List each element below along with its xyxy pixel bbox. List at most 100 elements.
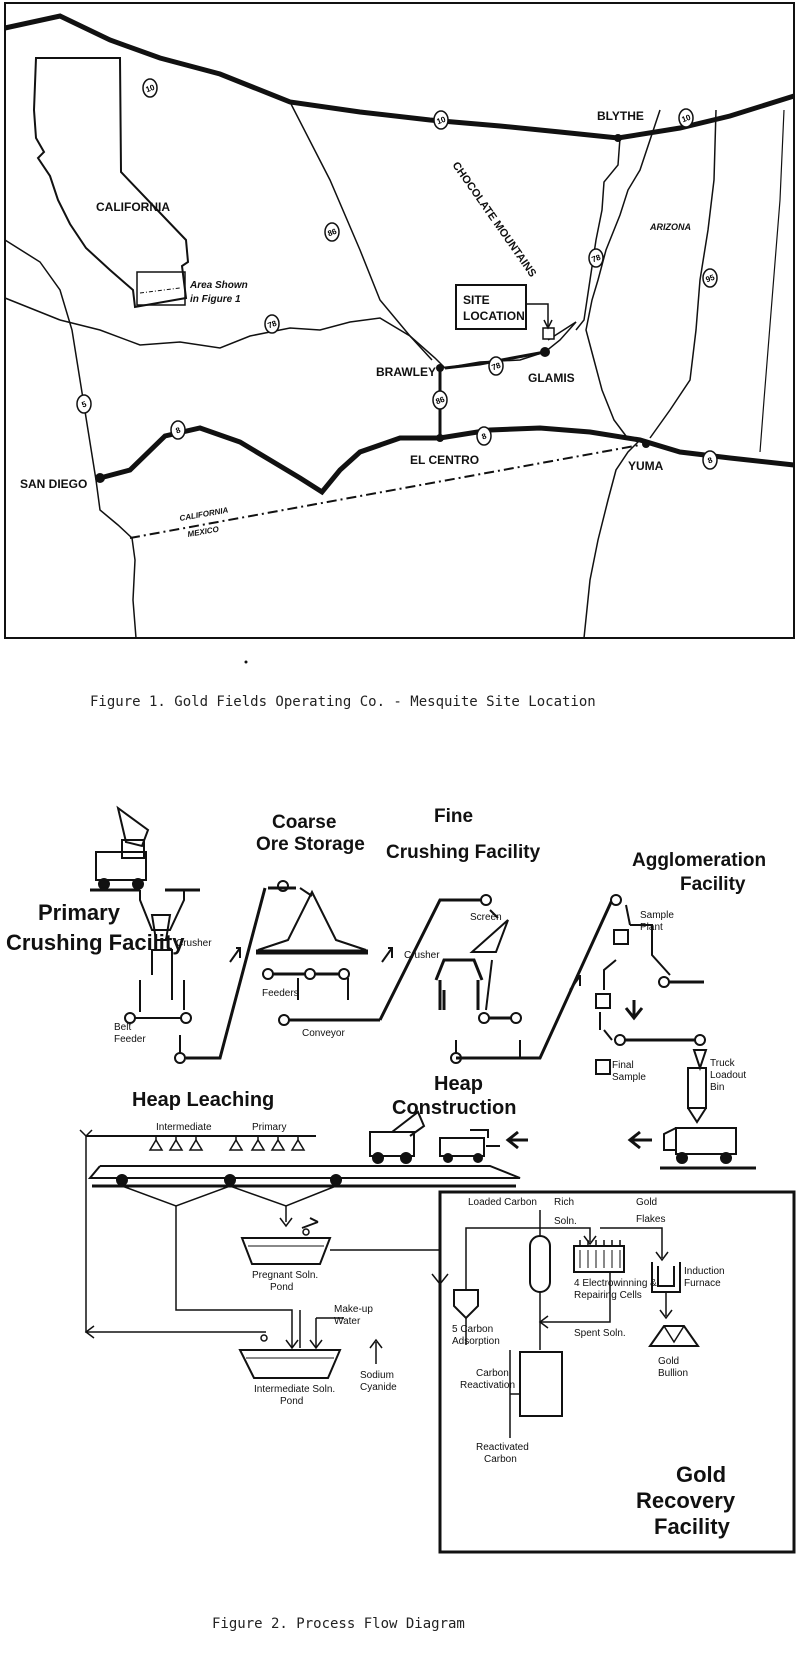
stripping-column — [529, 1235, 551, 1293]
carbon-adsorption-tank — [453, 1289, 479, 1320]
gold-flakes-label-1: Gold — [636, 1197, 657, 1208]
area-shown-label-1: Area Shown — [189, 280, 248, 291]
gold-rec-label-1: Gold — [676, 1462, 726, 1487]
arrow-left-1 — [627, 1130, 652, 1150]
site-location-box — [455, 284, 527, 330]
heap-leaching-label: Heap Leaching — [132, 1089, 274, 1111]
glamis-label: GLAMIS — [528, 371, 575, 385]
loaded-carbon-label: Loaded Carbon — [468, 1197, 537, 1208]
glamis-dot — [540, 347, 550, 357]
inter-pond-label-1: Intermediate Soln. — [254, 1384, 335, 1395]
sample-label-2: Plant — [640, 922, 663, 933]
site-marker — [542, 327, 555, 340]
figure2-caption: Figure 2. Process Flow Diagram — [212, 1616, 465, 1632]
conveyor-to-coarse — [186, 887, 267, 1060]
colorado-river — [583, 109, 661, 639]
highway-shield-10: 10 — [678, 108, 694, 128]
inter-pond-label-2: Pond — [280, 1396, 303, 1407]
svg-text:86: 86 — [434, 395, 446, 407]
arrow-up-3 — [569, 975, 581, 991]
pregnant-label-2: Pond — [270, 1282, 293, 1293]
final-sample-box — [595, 1059, 611, 1075]
svg-text:10: 10 — [144, 83, 156, 95]
primary-hopper — [139, 890, 185, 931]
arrow-left-2 — [505, 1130, 528, 1150]
chocolate-mountains-label: CHOCOLATE MOUNTAINS — [450, 160, 539, 280]
conveyor-label: Conveyor — [302, 1028, 345, 1039]
interstate-10 — [4, 13, 795, 141]
arrow-up-1 — [229, 947, 241, 963]
highway-78-west — [4, 297, 61, 321]
pregnant-pond — [240, 1237, 332, 1265]
svg-text:78: 78 — [590, 253, 602, 265]
fine-label-2: Crushing Facility — [386, 842, 541, 863]
svg-text:10: 10 — [680, 113, 692, 125]
process-flow-diagram — [79, 805, 796, 1554]
spent-soln-label: Spent Soln. — [574, 1328, 626, 1339]
el-centro-label: EL CENTRO — [410, 453, 479, 467]
coastline — [4, 239, 137, 639]
sprinklers — [148, 1136, 306, 1151]
heap-truck — [369, 1110, 426, 1164]
sodium-label-1: Sodium — [360, 1370, 394, 1381]
blythe-dot — [614, 134, 622, 142]
area-shown-box — [136, 271, 186, 306]
highway-86-north — [289, 101, 433, 361]
el-centro-dot — [436, 434, 444, 442]
california-label: CALIFORNIA — [96, 200, 170, 214]
belt-label-1: Belt — [114, 1022, 131, 1033]
induction-label-2: Furnace — [684, 1278, 721, 1289]
area-shown-label-2: in Figure 1 — [190, 294, 241, 305]
arizona-boundary-east — [759, 109, 785, 453]
gold-flakes-label-2: Flakes — [636, 1214, 665, 1225]
conveyor-to-agglom — [456, 899, 614, 1060]
international-border — [129, 444, 641, 539]
final-label-2: Sample — [612, 1072, 646, 1083]
highway-shield-86: 86 — [324, 222, 340, 242]
svg-text:8: 8 — [175, 425, 183, 435]
crusher-label: Crusher — [176, 938, 212, 949]
highway-shield-10: 10 — [433, 110, 449, 130]
highway-shield-5: 5 — [76, 394, 92, 414]
agglom-arrow-down — [624, 1000, 644, 1021]
makeup-label-1: Make-up — [334, 1304, 373, 1315]
map-border — [4, 2, 795, 639]
highway-shield-78: 78 — [488, 356, 504, 376]
interstate-8 — [99, 425, 795, 496]
rich-label-1: Rich — [554, 1197, 574, 1208]
highway-shield-10: 10 — [142, 78, 158, 98]
svg-text:10: 10 — [435, 115, 447, 127]
flow-labels: Coarse Ore Storage Fine Crushing Facilit… — [6, 806, 766, 1539]
coarse-ore-pile — [257, 889, 367, 951]
primary-label-2: Crushing Facility — [6, 930, 185, 955]
electro-label-1: 4 Electrowinning & — [574, 1278, 657, 1289]
crusher2-label: Crusher — [404, 950, 440, 961]
highway-shield-95: 95 — [702, 268, 718, 288]
highway-shield-78: 78 — [264, 314, 280, 334]
brawley-label: BRAWLEY — [376, 365, 436, 379]
gold-bullion-label-1: Gold — [658, 1356, 679, 1367]
agglom-label-2: Facility — [680, 874, 746, 895]
svg-text:78: 78 — [490, 361, 502, 373]
highway-shield-8: 8 — [476, 426, 492, 446]
primary-crusher — [150, 914, 172, 941]
gold-rec-label-3: Facility — [654, 1514, 731, 1539]
gold-recovery-box — [438, 1190, 796, 1554]
primary-crusher-truck — [95, 805, 150, 890]
highway-shield-8: 8 — [170, 420, 186, 440]
conveyor-to-fine — [378, 898, 484, 1021]
react-carbon-label-2: Carbon — [484, 1454, 517, 1465]
sample-label-1: Sample — [640, 910, 674, 921]
heap-con-label-1: Heap — [434, 1073, 483, 1095]
pregnant-to-adsorption — [330, 1249, 449, 1286]
primary-label-1: Primary — [38, 900, 121, 925]
svg-text:78: 78 — [266, 319, 278, 331]
site-label-2: LOCATION — [463, 309, 525, 323]
bulldozer — [439, 1129, 500, 1163]
heap-con-label-2: Construction — [392, 1097, 516, 1119]
site-pointer — [526, 303, 549, 326]
belt-label-2: Feeder — [114, 1034, 146, 1045]
primary-chute — [139, 949, 173, 1012]
truck-loadout-bin — [687, 1067, 707, 1109]
